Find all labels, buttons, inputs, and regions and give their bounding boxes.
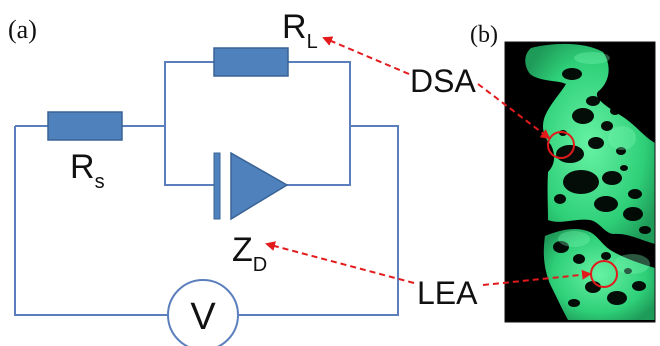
label-zd-main: Z — [232, 231, 253, 269]
label-rl: RL — [282, 8, 318, 53]
micrograph-frame — [504, 41, 656, 323]
voltmeter — [167, 279, 239, 346]
label-rl-main: R — [282, 8, 307, 46]
panel-label-b: (b) — [470, 22, 498, 48]
lea-label: LEA — [417, 275, 478, 311]
dsa-marker-circle — [547, 131, 575, 159]
resistor-rl — [213, 47, 289, 77]
arrow-lea-to-circle — [482, 269, 592, 286]
label-rs-main: R — [70, 148, 95, 186]
label-rs: Rs — [70, 148, 105, 193]
arrow-dsa-to-circle — [477, 83, 551, 140]
circuit-wires — [14, 61, 399, 316]
resistor-rs — [47, 111, 123, 141]
diode-zd — [213, 151, 289, 221]
dsa-label: DSA — [410, 63, 476, 99]
micrograph — [505, 42, 655, 322]
panel-label-a: (a) — [8, 15, 37, 44]
label-zd: ZD — [232, 231, 267, 276]
arrow-dsa-to-rl — [322, 36, 410, 75]
arrow-lea-to-zd — [265, 241, 415, 284]
label-rs-sub: s — [95, 171, 105, 193]
label-zd-sub: D — [253, 254, 267, 276]
label-rl-sub: L — [307, 31, 318, 53]
voltmeter-label: V — [190, 296, 216, 338]
